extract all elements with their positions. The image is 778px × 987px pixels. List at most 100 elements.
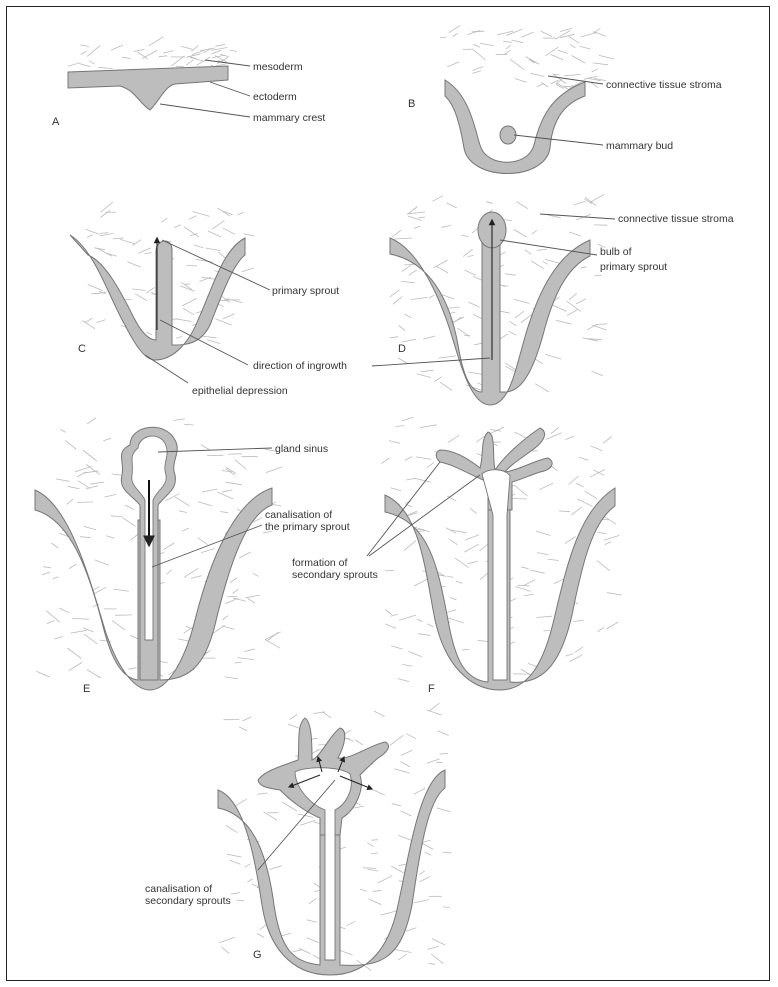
label-secondary-sprouts-f: secondary sprouts (292, 569, 378, 581)
stroma-fiber (432, 939, 445, 945)
stroma-fiber (111, 516, 123, 517)
stroma-fiber (429, 295, 434, 298)
stroma-fiber (414, 788, 425, 794)
stroma-fiber (605, 542, 611, 545)
stroma-fiber (418, 217, 425, 218)
stroma-fiber (184, 568, 198, 577)
panel-c: C primary sprout epithelial depression (70, 235, 339, 397)
stroma-fiber (307, 920, 317, 923)
stroma-fiber (427, 462, 434, 467)
stroma-fiber (42, 572, 51, 575)
mammary-bud-shape (500, 126, 516, 144)
stroma-fiber (394, 769, 410, 774)
stroma-fiber (548, 559, 559, 560)
stroma-fiber (219, 937, 234, 943)
stroma-fiber (235, 460, 246, 469)
stroma-fiber (144, 253, 152, 254)
stroma-fiber (572, 56, 586, 64)
stroma-fiber (472, 31, 485, 32)
stroma-fiber (448, 435, 459, 443)
stroma-fiber (227, 854, 241, 857)
stroma-fiber (473, 44, 480, 47)
stroma-fiber (394, 949, 411, 952)
stroma-fiber (75, 467, 92, 472)
stroma-fiber (394, 238, 412, 239)
stroma-fiber (367, 843, 373, 847)
stroma-fiber (215, 44, 225, 46)
stroma-fiber (189, 216, 196, 220)
stroma-fiber (472, 71, 481, 74)
stroma-fiber (420, 425, 437, 428)
stroma-fiber (569, 232, 581, 236)
stroma-fiber (545, 259, 560, 263)
stroma-fiber (398, 954, 407, 960)
label-bulb-primary-sprout: primary sprout (600, 261, 667, 273)
stroma-fiber (523, 580, 535, 586)
stroma-fiber (87, 45, 100, 56)
stroma-fiber (592, 69, 599, 72)
stroma-fiber (590, 470, 605, 478)
stroma-fiber (198, 502, 212, 506)
stroma-fiber (443, 907, 449, 908)
stroma-fiber (237, 658, 254, 660)
stroma-fiber (179, 511, 187, 513)
stroma-fiber (570, 44, 576, 48)
stroma-fiber (244, 234, 255, 236)
stroma-fiber (247, 879, 252, 883)
stroma-fiber (516, 587, 531, 592)
stroma-fiber (242, 717, 251, 721)
stroma-fiber (416, 457, 432, 460)
stroma-fiber (514, 230, 527, 238)
stroma-fiber (381, 458, 389, 464)
stroma-fiber (235, 662, 242, 663)
panel-letter-d: D (398, 343, 406, 355)
stroma-fiber (134, 49, 145, 51)
stroma-fiber (112, 620, 125, 630)
stroma-fiber (399, 864, 407, 866)
stroma-fiber (532, 230, 537, 234)
stroma-fiber (290, 714, 298, 719)
stroma-fiber (468, 561, 478, 563)
stroma-fiber (68, 64, 76, 66)
stroma-fiber (401, 811, 412, 816)
stroma-fiber (236, 799, 247, 806)
stroma-fiber (473, 314, 482, 319)
stroma-fiber (229, 50, 237, 51)
stroma-fiber (89, 61, 95, 64)
stroma-fiber (431, 954, 443, 963)
stroma-fiber (182, 528, 189, 531)
stroma-fiber (82, 321, 95, 329)
stroma-fiber (147, 287, 155, 293)
stroma-fiber (585, 491, 598, 498)
stroma-fiber (391, 614, 398, 616)
stroma-fiber (506, 45, 511, 49)
stroma-fiber (380, 911, 397, 916)
stroma-fiber (598, 627, 604, 632)
stroma-fiber (149, 37, 164, 46)
stroma-fiber (437, 731, 448, 736)
stroma-fiber (373, 790, 385, 795)
stroma-fiber (521, 567, 529, 569)
stroma-fiber (67, 648, 81, 659)
stroma-fiber (405, 314, 412, 318)
stroma-fiber (470, 508, 476, 513)
stroma-fiber (577, 499, 592, 506)
stroma-fiber (455, 558, 469, 568)
stroma-fiber (406, 734, 416, 739)
stroma-fiber (580, 46, 591, 49)
stroma-fiber (175, 497, 190, 506)
stroma-fiber (187, 265, 198, 266)
panel-letter-b: B (408, 98, 415, 110)
stroma-fiber (579, 457, 588, 460)
stroma-fiber (569, 36, 579, 43)
stroma-fiber (414, 478, 430, 482)
stroma-fiber (401, 750, 412, 755)
stroma-fiber (163, 543, 174, 550)
stroma-fiber (184, 284, 190, 285)
stroma-fiber (223, 314, 235, 319)
stroma-fiber (36, 671, 49, 677)
stroma-fiber (242, 268, 254, 272)
stroma-fiber (406, 928, 417, 931)
stroma-fiber (558, 50, 569, 53)
stroma-fiber (462, 649, 469, 650)
